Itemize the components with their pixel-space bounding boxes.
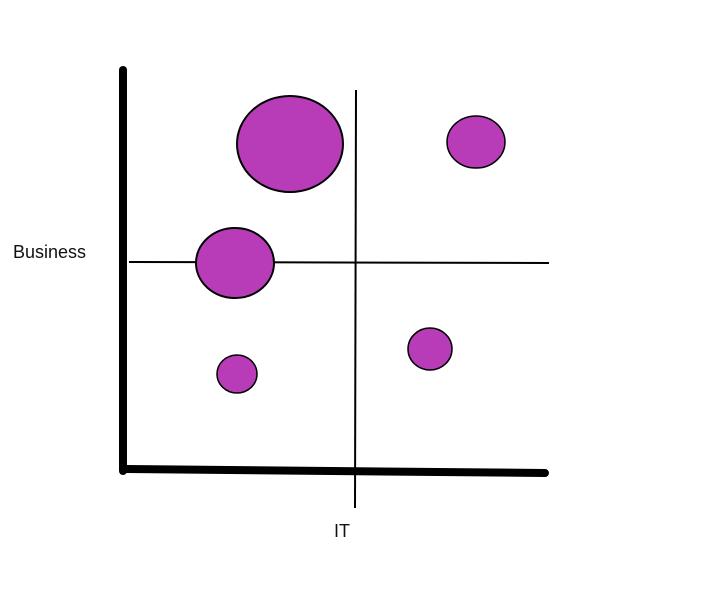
vertical-divider-line (354, 89, 357, 509)
horizontal-divider-line (128, 261, 550, 264)
bubble-on-divider-left (195, 227, 275, 299)
bubble-top-right (446, 115, 506, 169)
bubble-large-top-left (236, 95, 344, 193)
x-axis-label: IT (334, 521, 350, 541)
bubble-bottom-right (407, 327, 453, 371)
y-axis-label: Business (13, 242, 87, 262)
x-axis-line (119, 465, 549, 477)
bubble-bottom-left (216, 354, 258, 394)
